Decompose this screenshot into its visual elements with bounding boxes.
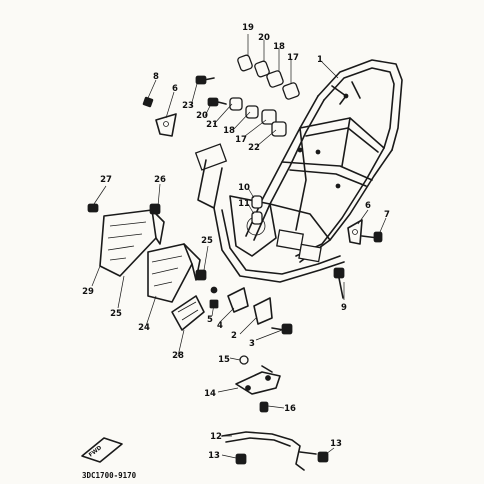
footrest-left <box>87 203 165 277</box>
callout-23: 23 <box>182 101 194 111</box>
stand-bracket <box>235 355 281 413</box>
callout-2: 2 <box>231 331 237 341</box>
leader-lines <box>91 34 387 459</box>
callout-15: 15 <box>218 355 230 365</box>
callout-26: 26 <box>154 175 166 185</box>
callout-18b: 18 <box>223 126 235 136</box>
engine-mount-bracket-right <box>347 219 383 245</box>
lower-brackets <box>209 286 293 335</box>
footrest-guard-28 <box>171 295 205 331</box>
bolt-9 <box>333 267 345 299</box>
callout-21: 21 <box>206 120 218 130</box>
callout-11: 11 <box>238 199 250 209</box>
callout-12: 12 <box>210 432 222 442</box>
diagram-code: 3DC1700-9170 <box>82 471 137 480</box>
callout-19: 19 <box>242 23 254 33</box>
side-stand <box>221 431 329 471</box>
callout-labels: 19 20 18 17 1 8 6 23 20 21 18 17 22 10 1… <box>82 23 390 461</box>
main-frame <box>194 59 403 283</box>
callout-24: 24 <box>138 323 150 333</box>
callout-1: 1 <box>317 55 323 65</box>
callout-13: 13 <box>208 451 220 461</box>
front-mark-label: FWD <box>88 445 103 459</box>
callout-16: 16 <box>284 404 296 414</box>
callout-5: 5 <box>207 315 213 325</box>
callout-13b: 13 <box>330 439 342 449</box>
callout-17b: 17 <box>235 135 247 145</box>
collars-10-11 <box>251 195 263 225</box>
footrest-right <box>147 243 207 303</box>
callout-17: 17 <box>287 53 299 63</box>
callout-22: 22 <box>248 143 260 153</box>
callout-6: 6 <box>172 84 178 94</box>
callout-14: 14 <box>204 389 216 399</box>
callout-6b: 6 <box>365 201 371 211</box>
callout-18: 18 <box>273 42 285 52</box>
front-direction-icon: FWD <box>81 437 123 463</box>
callout-25: 25 <box>110 309 122 319</box>
callout-27: 27 <box>100 175 112 185</box>
callout-25b: 25 <box>201 236 213 246</box>
callout-20b: 20 <box>196 111 208 121</box>
callout-7: 7 <box>384 210 390 220</box>
callout-29: 29 <box>82 287 94 297</box>
callout-28: 28 <box>172 351 184 361</box>
callout-4: 4 <box>217 321 223 331</box>
callout-8: 8 <box>153 72 159 82</box>
callout-20: 20 <box>258 33 270 43</box>
callout-9: 9 <box>341 303 347 313</box>
callout-3: 3 <box>249 339 255 349</box>
engine-mount-hardware-upper <box>142 54 300 137</box>
callout-10: 10 <box>238 183 250 193</box>
